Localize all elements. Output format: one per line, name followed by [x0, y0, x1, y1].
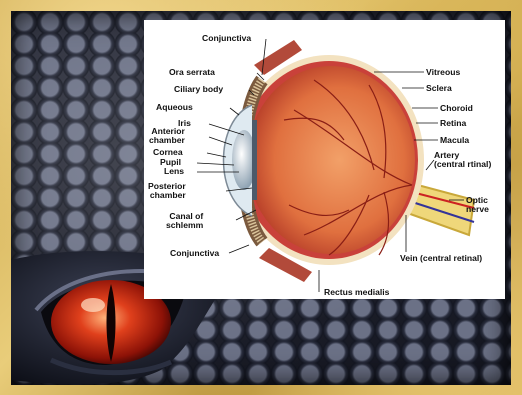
label-vein: Vein (central retinal)	[400, 254, 482, 263]
label-anterior-chamber: Anterior chamber	[149, 127, 185, 145]
label-aqueous: Aqueous	[156, 103, 193, 112]
label-macula: Macula	[440, 136, 469, 145]
label-choroid: Choroid	[440, 104, 473, 113]
label-sclera: Sclera	[426, 84, 452, 93]
iris-shape	[252, 120, 257, 200]
label-cornea: Cornea	[153, 148, 183, 157]
label-conjunctiva-bottom: Conjunctiva	[170, 249, 219, 258]
label-lens: Lens	[164, 167, 184, 176]
label-ora-serrata: Ora serrata	[169, 68, 215, 77]
label-canal-of-schlemm: Canal of schlemm	[166, 212, 203, 230]
label-conjunctiva-top: Conjunctiva	[202, 34, 251, 43]
label-ciliary-body: Ciliary body	[174, 85, 223, 94]
label-vitreous: Vitreous	[426, 68, 460, 77]
label-rectus-medialis: Rectus medialis	[324, 288, 389, 297]
eye-diagram-panel: Conjunctiva Ora serrata Ciliary body Aqu…	[144, 20, 505, 299]
label-optic-nerve: Optic nerve	[466, 196, 489, 214]
label-retina: Retina	[440, 119, 466, 128]
label-artery: Artery (central rtinal)	[434, 151, 491, 169]
label-posterior-chamber: Posterior chamber	[148, 182, 186, 200]
